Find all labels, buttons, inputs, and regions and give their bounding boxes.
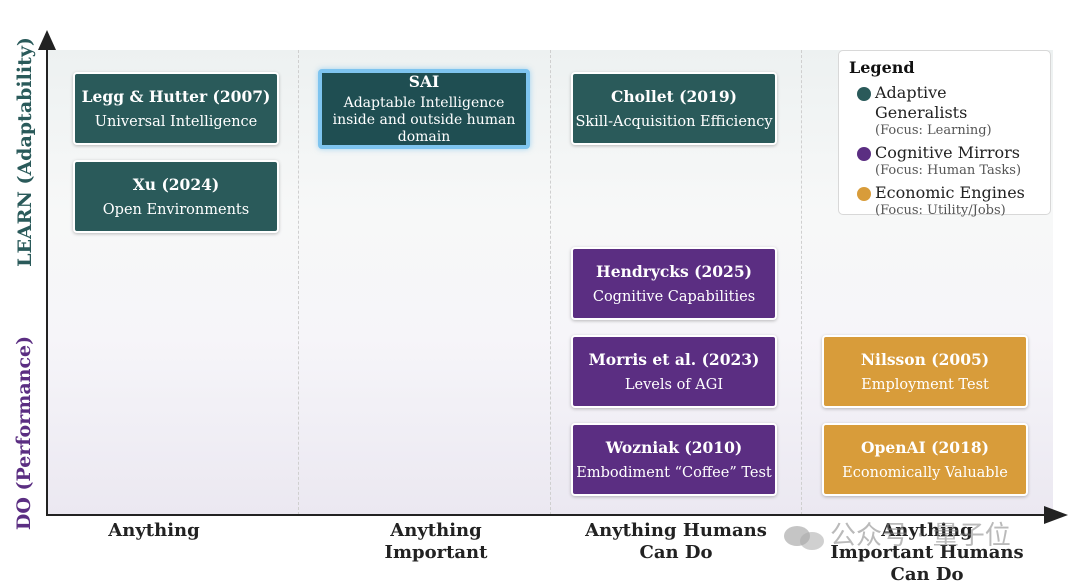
legend-dot-icon — [857, 187, 871, 201]
x-axis-arrow — [1044, 506, 1068, 524]
watermark-text: 公众号 · 量子位 — [830, 521, 1011, 551]
x-axis-label-anything: Anything — [108, 520, 200, 541]
box-wozniak: Wozniak (2010) Embodiment “Coffee” Test — [571, 423, 777, 496]
box-title: Wozniak (2010) — [605, 437, 743, 457]
legend-item-focus: (Focus: Human Tasks) — [875, 163, 1022, 178]
box-sai: SAI Adaptable Intelligence inside and ou… — [318, 69, 530, 149]
box-title: Legg & Hutter (2007) — [81, 86, 271, 106]
box-title: Morris et al. (2023) — [588, 349, 760, 369]
legend-item-name: Economic Engines — [875, 183, 1025, 202]
legend-item-name: Adaptive Generalists — [875, 83, 968, 122]
box-legg-hutter: Legg & Hutter (2007) Universal Intellige… — [73, 72, 279, 145]
box-subtitle: Economically Valuable — [842, 464, 1008, 481]
box-nilsson: Nilsson (2005) Employment Test — [822, 335, 1028, 408]
box-hendrycks: Hendrycks (2025) Cognitive Capabilities — [571, 247, 777, 320]
legend-item-adaptive-generalists: Adaptive Generalists (Focus: Learning) — [849, 83, 1040, 139]
legend-item-cognitive-mirrors: Cognitive Mirrors (Focus: Human Tasks) — [849, 143, 1040, 179]
box-title: Chollet (2019) — [611, 86, 737, 106]
box-openai: OpenAI (2018) Economically Valuable — [822, 423, 1028, 496]
y-axis-arrow — [38, 30, 56, 50]
watermark: 公众号 · 量子位 — [784, 515, 1011, 552]
box-title: OpenAI (2018) — [861, 437, 989, 457]
box-subtitle: Levels of AGI — [624, 376, 724, 393]
legend-dot-icon — [857, 87, 871, 101]
box-subtitle: Open Environments — [102, 201, 250, 218]
column-divider — [298, 50, 299, 515]
legend-dot-icon — [857, 147, 871, 161]
box-subtitle: Universal Intelligence — [94, 113, 258, 130]
legend-title: Legend — [849, 58, 915, 77]
box-morris: Morris et al. (2023) Levels of AGI — [571, 335, 777, 408]
legend-item-economic-engines: Economic Engines (Focus: Utility/Jobs) — [849, 183, 1040, 219]
box-subtitle: Employment Test — [861, 376, 989, 393]
box-title: Nilsson (2005) — [860, 349, 990, 369]
x-axis-label-anything-important-humans-can-do: Anything Important Humans Can Do — [830, 520, 1024, 585]
box-title: Xu (2024) — [132, 174, 220, 194]
legend-item-name: Cognitive Mirrors — [875, 143, 1020, 162]
box-title: Hendrycks (2025) — [596, 261, 752, 281]
x-axis-label-anything-important: Anything Important — [384, 520, 488, 563]
y-axis-line — [46, 44, 48, 516]
box-subtitle: Adaptable Intelligence inside and outsid… — [332, 95, 516, 145]
legend-item-focus: (Focus: Learning) — [875, 123, 992, 138]
box-subtitle: Embodiment “Coffee” Test — [576, 464, 772, 481]
box-xu: Xu (2024) Open Environments — [73, 160, 279, 233]
column-divider — [801, 50, 802, 515]
x-axis-line — [46, 514, 1044, 516]
box-chollet: Chollet (2019) Skill-Acquisition Efficie… — [571, 72, 777, 145]
x-axis-label-anything-humans-can-do: Anything Humans Can Do — [585, 520, 767, 563]
y-axis-label-learn: LEARN (Adaptability) — [14, 37, 36, 267]
box-title: SAI — [408, 72, 440, 91]
column-divider — [550, 50, 551, 515]
legend-item-focus: (Focus: Utility/Jobs) — [875, 203, 1006, 218]
box-subtitle: Skill-Acquisition Efficiency — [575, 113, 773, 130]
box-subtitle: Cognitive Capabilities — [592, 288, 756, 305]
legend: Legend Adaptive Generalists (Focus: Lear… — [838, 50, 1051, 218]
wechat-icon — [784, 522, 826, 552]
y-axis-label-do: DO (Performance) — [13, 335, 35, 531]
